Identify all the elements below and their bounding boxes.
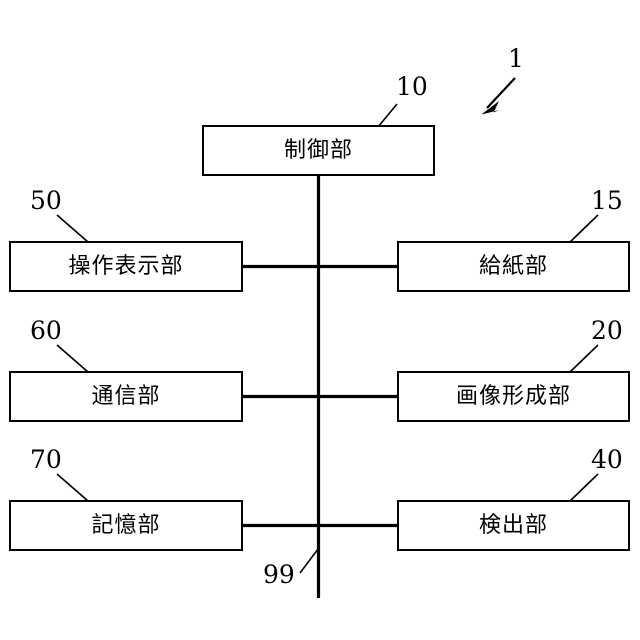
ref-numeral-50: 50: [30, 186, 62, 215]
leader-line-60: [56, 344, 89, 373]
ref-numeral-60: 60: [30, 316, 62, 345]
leader-line-99: [299, 548, 319, 574]
block-label-storage-unit: 記憶部: [91, 512, 161, 538]
leader-line-40: [569, 473, 599, 502]
apparatus-arrow: [481, 77, 516, 115]
block-storage-unit: 記憶部: [9, 500, 243, 551]
block-label-image-forming-unit: 画像形成部: [455, 383, 571, 409]
ref-numeral-99: 99: [263, 560, 295, 589]
block-communication-unit: 通信部: [9, 371, 243, 422]
ref-numeral-70: 70: [30, 445, 62, 474]
block-operation-display-unit: 操作表示部: [9, 241, 243, 292]
ref-numeral-1: 1: [508, 44, 524, 73]
leader-line-15: [569, 214, 599, 243]
ref-numeral-20: 20: [591, 316, 623, 345]
block-label-operation-display-unit: 操作表示部: [68, 253, 184, 279]
leader-line-70: [56, 473, 89, 502]
block-label-detection-unit: 検出部: [478, 512, 548, 538]
block-label-communication-unit: 通信部: [91, 383, 161, 409]
leader-line-10: [377, 103, 398, 128]
block-label-paper-feed-unit: 給紙部: [478, 253, 548, 279]
ref-numeral-10: 10: [396, 72, 428, 101]
leader-line-20: [569, 344, 599, 373]
block-detection-unit: 検出部: [397, 500, 630, 551]
block-label-control-unit: 制御部: [283, 137, 353, 163]
ref-numeral-40: 40: [591, 445, 623, 474]
block-control-unit: 制御部: [202, 125, 435, 176]
block-image-forming-unit: 画像形成部: [397, 371, 630, 422]
leader-line-50: [56, 214, 89, 243]
ref-numeral-15: 15: [591, 186, 623, 215]
block-paper-feed-unit: 給紙部: [397, 241, 630, 292]
